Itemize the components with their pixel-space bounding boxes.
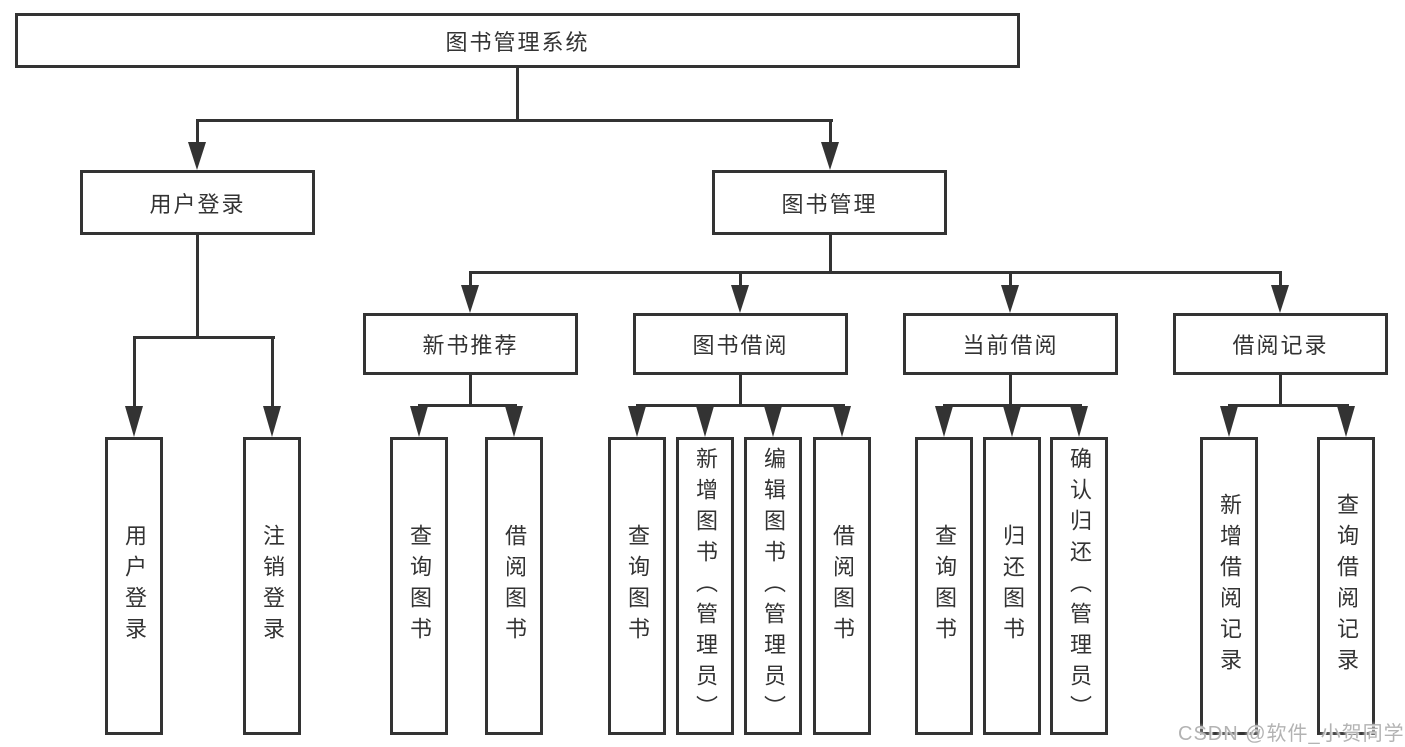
node-book-borrowing: 图书借阅	[633, 313, 848, 375]
leaf-query-borrow-record: 查询借阅记录	[1317, 437, 1375, 735]
node-new-book-recommend-label: 新书推荐	[422, 333, 519, 358]
connector-drop-current-borrowing	[1009, 271, 1012, 291]
leaf-logout-login: 注销登录	[243, 437, 301, 735]
arrow-down-icon	[1220, 406, 1238, 437]
leaf-add-borrow-record: 新增借阅记录	[1200, 437, 1258, 735]
arrow-down-icon	[1271, 285, 1289, 313]
arrow-down-icon	[461, 285, 479, 313]
node-new-book-recommend: 新书推荐	[363, 313, 578, 375]
node-borrowing-records-label: 借阅记录	[1232, 333, 1329, 358]
leaf-edit-book-admin: 编辑图书（管理员）	[744, 437, 802, 735]
leaf-query-books-recommend: 查询图书	[390, 437, 448, 735]
leaf-confirm-return-admin: 确认归还（管理员）	[1050, 437, 1108, 735]
connector-drop-borrowing-records	[1279, 271, 1282, 291]
leaf-user-login: 用户登录	[105, 437, 163, 735]
leaf-edit-book-admin-label: 编辑图书（管理员）	[761, 446, 786, 726]
connector-drop-book-borrowing	[739, 271, 742, 291]
leaf-query-books-recommend-label: 查询图书	[407, 524, 432, 648]
arrow-down-icon	[1003, 406, 1021, 437]
connector-current-borrowing-bar	[943, 404, 1082, 407]
leaf-borrow-books-borrowing: 借阅图书	[813, 437, 871, 735]
arrow-down-icon	[1337, 406, 1355, 437]
arrow-down-icon	[263, 406, 281, 437]
connector-current-borrowing-stem	[1009, 375, 1012, 406]
connector-new-book-stem	[469, 375, 472, 406]
node-user-login-label: 用户登录	[149, 191, 246, 217]
leaf-query-books-current: 查询图书	[915, 437, 973, 735]
leaf-query-books-borrowing: 查询图书	[608, 437, 666, 735]
connector-user-login-stem	[196, 235, 199, 338]
leaf-query-borrow-record-label: 查询借阅记录	[1334, 493, 1359, 679]
connector-level3-bar	[469, 271, 1282, 274]
arrow-down-icon	[731, 285, 749, 313]
leaf-add-borrow-record-label: 新增借阅记录	[1217, 493, 1242, 679]
connector-drop-leaf-logout	[271, 336, 274, 412]
leaf-borrow-books-borrowing-label: 借阅图书	[830, 524, 855, 648]
arrow-down-icon	[628, 406, 646, 437]
leaf-add-book-admin-label: 新增图书（管理员）	[693, 446, 718, 726]
arrow-down-icon	[935, 406, 953, 437]
leaf-borrow-books-recommend: 借阅图书	[485, 437, 543, 735]
connector-new-book-bar	[418, 404, 517, 407]
watermark: CSDN @软件_小贺同学	[1178, 723, 1405, 745]
leaf-return-books-label: 归还图书	[1000, 524, 1025, 648]
connector-book-borrowing-stem	[739, 375, 742, 406]
connector-root-stem	[516, 68, 519, 121]
node-book-borrowing-label: 图书借阅	[692, 333, 789, 358]
connector-drop-book-management	[829, 119, 832, 149]
leaf-borrow-books-recommend-label: 借阅图书	[502, 524, 527, 648]
connector-user-login-bar	[133, 336, 275, 339]
node-current-borrowing: 当前借阅	[903, 313, 1118, 375]
connector-drop-new-book	[469, 271, 472, 291]
node-borrowing-records: 借阅记录	[1173, 313, 1388, 375]
arrow-down-icon	[1001, 285, 1019, 313]
connector-drop-leaf-user-login	[133, 336, 136, 412]
arrow-down-icon	[505, 406, 523, 437]
leaf-query-books-current-label: 查询图书	[932, 524, 957, 648]
node-book-management: 图书管理	[712, 170, 947, 235]
leaf-add-book-admin: 新增图书（管理员）	[676, 437, 734, 735]
leaf-query-books-borrowing-label: 查询图书	[625, 524, 650, 648]
leaf-confirm-return-admin-label: 确认归还（管理员）	[1067, 446, 1092, 726]
arrow-down-icon	[821, 142, 839, 170]
connector-borrowing-records-bar	[1228, 404, 1349, 407]
connector-drop-user-login	[196, 119, 199, 149]
leaf-logout-login-label: 注销登录	[260, 524, 285, 648]
arrow-down-icon	[188, 142, 206, 170]
arrow-down-icon	[1070, 406, 1088, 437]
arrow-down-icon	[696, 406, 714, 437]
arrow-down-icon	[833, 406, 851, 437]
arrow-down-icon	[410, 406, 428, 437]
node-book-management-label: 图书管理	[781, 191, 878, 217]
leaf-user-login-label: 用户登录	[122, 524, 147, 648]
node-library-system: 图书管理系统	[15, 13, 1020, 68]
node-current-borrowing-label: 当前借阅	[962, 333, 1059, 358]
leaf-return-books: 归还图书	[983, 437, 1041, 735]
connector-borrowing-records-stem	[1279, 375, 1282, 406]
node-user-login: 用户登录	[80, 170, 315, 235]
connector-book-management-stem	[829, 235, 832, 273]
arrow-down-icon	[125, 406, 143, 437]
arrow-down-icon	[764, 406, 782, 437]
connector-book-borrowing-bar	[636, 404, 845, 407]
node-library-system-label: 图书管理系统	[445, 29, 590, 55]
connector-level2-bar	[196, 119, 833, 122]
